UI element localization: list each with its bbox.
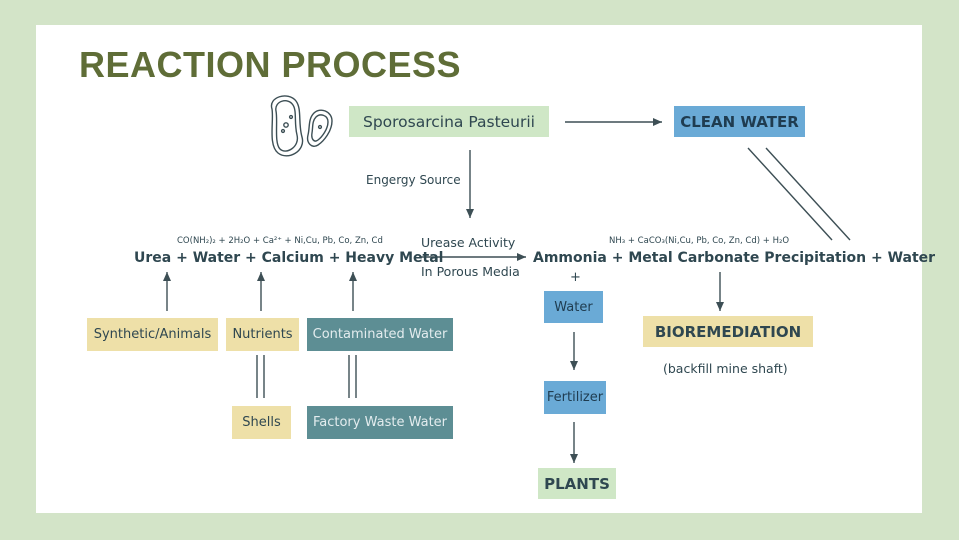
factory-waste-water-box: Factory Waste Water — [307, 406, 453, 439]
fertilizer-box: Fertilizer — [544, 381, 606, 414]
backfill-label: (backfill mine shaft) — [663, 361, 788, 376]
clean-water-box: CLEAN WATER — [674, 106, 805, 137]
energy-source-label: Engergy Source — [366, 173, 461, 187]
bioremediation-box: BIOREMEDIATION — [643, 316, 813, 347]
organism-box: Sporosarcina Pasteurii — [349, 106, 549, 137]
link-water-to-clean-a — [747, 147, 833, 241]
urease-activity-label: Urease Activity — [421, 235, 516, 250]
shells-box: Shells — [232, 406, 291, 439]
nutrients-box: Nutrients — [226, 318, 299, 351]
contaminated-water-box: Contaminated Water — [307, 318, 453, 351]
left-equation: Urea + Water + Calcium + Heavy Metal — [134, 250, 444, 266]
link-water-to-clean-b — [765, 147, 851, 241]
porous-media-label: In Porous Media — [421, 264, 520, 279]
synthetic-animals-box: Synthetic/Animals — [87, 318, 218, 351]
page-title: REACTION PROCESS — [79, 44, 462, 85]
right-formula: NH₃ + CaCO₃(Ni,Cu, Pb, Co, Zn, Cd) + H₂O — [609, 236, 790, 246]
plus-sign: + — [570, 270, 581, 285]
water-box: Water — [544, 291, 603, 323]
right-equation: Ammonia + Metal Carbonate Precipitation … — [533, 250, 936, 266]
left-formula: CO(NH₂)₂ + 2H₂O + Ca²⁺ + Ni,Cu, Pb, Co, … — [177, 236, 383, 246]
bacteria-icon — [270, 95, 333, 157]
plants-box: PLANTS — [538, 468, 616, 499]
